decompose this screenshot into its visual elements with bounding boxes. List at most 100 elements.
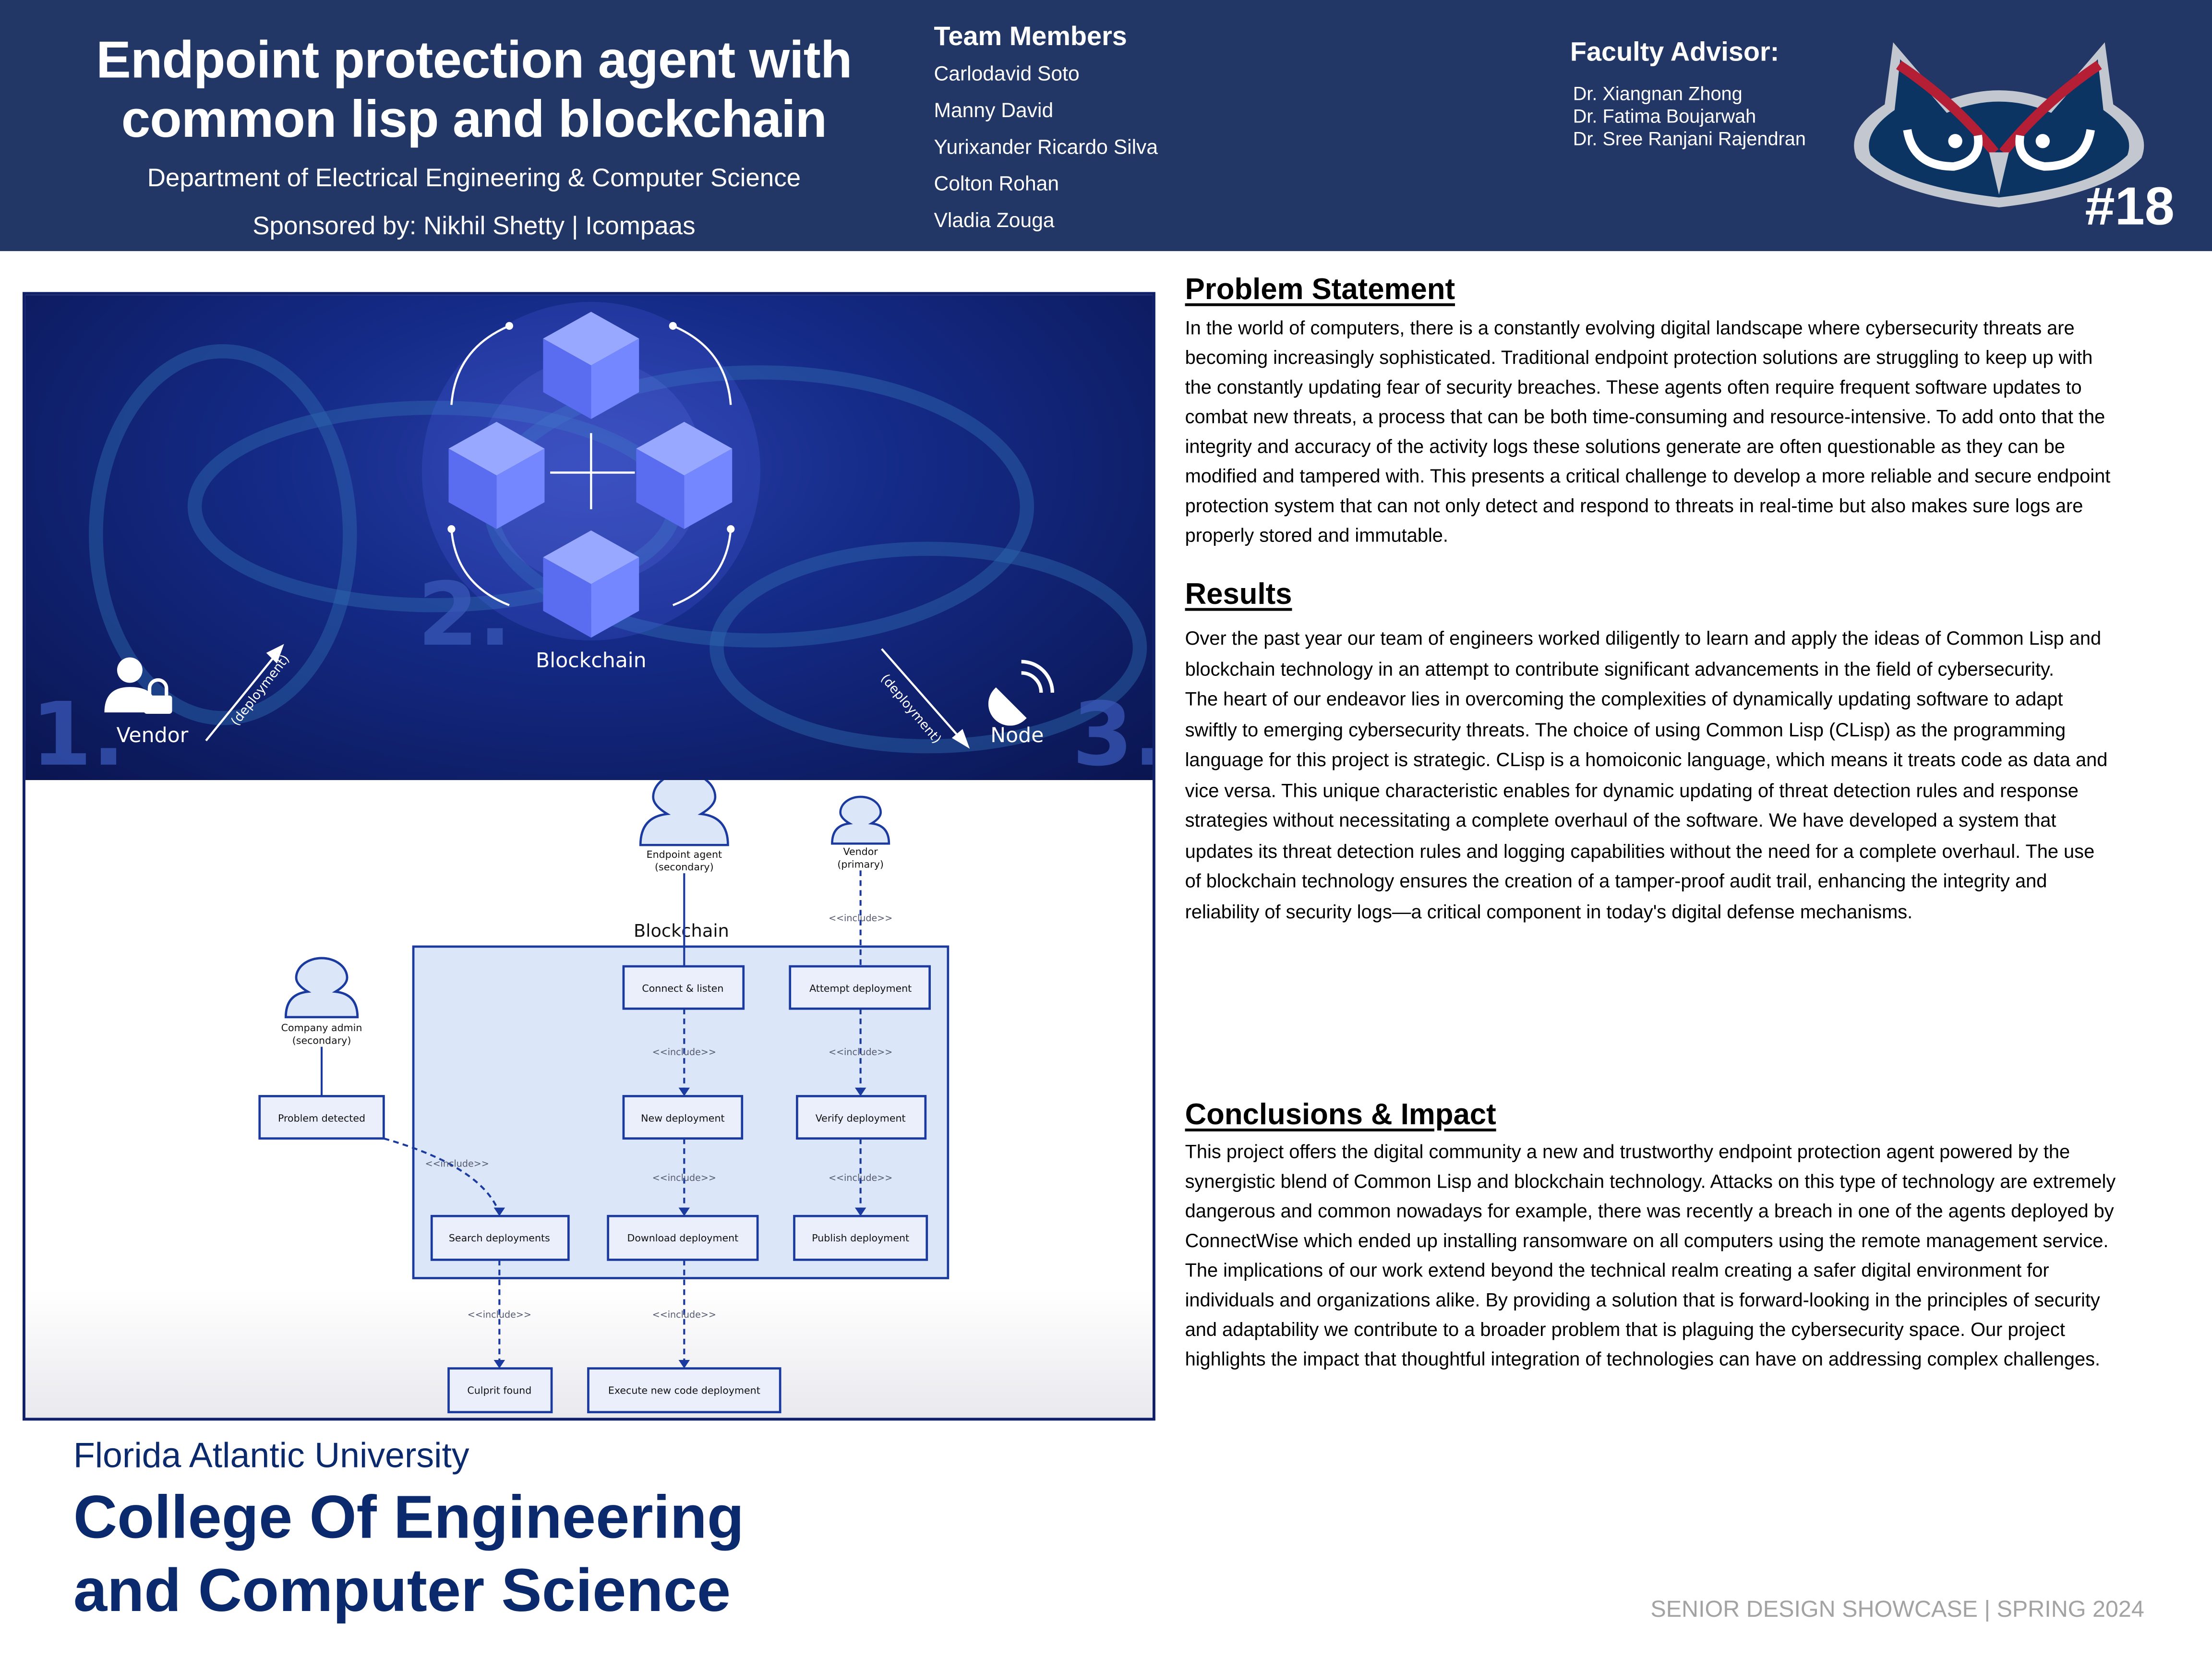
actor-label: (secondary) [655, 861, 714, 873]
blockchain-cubes [448, 312, 733, 638]
paragraph-line: In the world of computers, there is a co… [1185, 317, 2075, 339]
usecase-publish-deployment [793, 1214, 928, 1261]
college-line: College Of Engineering [73, 1484, 745, 1552]
advisor-heading: Faculty Advisor: [1570, 38, 1779, 68]
title-line: Endpoint protection agent with [96, 31, 852, 89]
illustration-graphics: 1. 2. 3. Blockchain Vendor Node (deploym… [31, 301, 1153, 780]
use-case-diagram: Blockchain Endpoint agent (secondary) Ve… [25, 780, 1153, 1418]
paragraph-line: The heart of our endeavor lies in overco… [1185, 688, 2063, 710]
paragraph-line: individuals and organizations alike. By … [1185, 1289, 2100, 1311]
actor-vendor-icon [831, 795, 890, 845]
paragraph-line: properly stored and immutable. [1185, 525, 1448, 546]
cube-arcs [447, 322, 735, 606]
include-label: <<include>> [425, 1158, 489, 1169]
node-label: Node [990, 723, 1044, 747]
paragraph-line: becoming increasingly sophisticated. Tra… [1185, 347, 2093, 369]
architecture-figure: 1. 2. 3. Blockchain Vendor Node (deploym… [23, 292, 1155, 1421]
paragraph-line: updates its threat detection rules and l… [1185, 840, 2095, 862]
showcase-label: SENIOR DESIGN SHOWCASE | SPRING 2024 [1650, 1597, 2144, 1623]
arrowheads [493, 1087, 866, 1369]
paragraph-line: reliability of security logs—a critical … [1185, 901, 1913, 922]
connectors [320, 870, 862, 1366]
deploy-arrow-right [881, 648, 970, 749]
usecase-label: Download deployment [627, 1232, 738, 1244]
include-label: <<include>> [652, 1046, 716, 1058]
paragraph-line: strategies without necessitating a compl… [1185, 809, 2056, 831]
team-member: Colton Rohan [934, 173, 1059, 196]
cube-icon [543, 530, 639, 638]
deploy-arrow-left [205, 644, 284, 742]
usecase-culprit-found [447, 1367, 553, 1414]
usecase-label: Search deployments [449, 1232, 550, 1244]
paragraph-line: swiftly to emerging cybersecurity threat… [1185, 719, 2066, 740]
usecase-label: Culprit found [467, 1385, 531, 1396]
header-banner: Endpoint protection agent with common li… [0, 0, 2212, 252]
usecase-label: Verify deployment [816, 1112, 906, 1124]
advisor: Dr. Sree Ranjani Rajendran [1573, 128, 1806, 150]
vendor-label: Vendor [117, 723, 189, 747]
paragraph-line: blockchain technology in an attempt to c… [1185, 658, 2055, 680]
actor-label: Company admin [281, 1022, 362, 1034]
usecase-label: Problem detected [278, 1112, 365, 1124]
usecase-label: Attempt deployment [809, 983, 912, 994]
project-title: Endpoint protection agent with common li… [23, 31, 926, 150]
paragraph-line: protection system that can not only dete… [1185, 495, 2083, 517]
include-label: <<include>> [468, 1309, 531, 1320]
blockchain-illustration: 1. 2. 3. Blockchain Vendor Node (deploym… [25, 295, 1153, 781]
usecase-label: Publish deployment [812, 1232, 909, 1244]
paragraph-line: highlights the impact that thoughtful in… [1185, 1348, 2101, 1370]
paragraph-line: of blockchain technology ensures the cre… [1185, 870, 2047, 892]
results-body: Over the past year our team of engineers… [1185, 624, 2208, 927]
usecase-label: Execute new code deployment [608, 1385, 760, 1396]
blockchain-label: Blockchain [536, 649, 647, 673]
team-heading: Team Members [934, 23, 1127, 52]
paragraph-line: and adaptability we contribute to a broa… [1185, 1319, 2065, 1340]
actor-company-admin-icon [284, 957, 359, 1019]
actor-label: Vendor [843, 846, 878, 857]
paragraph-line: the constantly updating fear of security… [1185, 376, 2082, 398]
actor-label: Endpoint agent [647, 849, 722, 860]
paragraph-line: combat new threats, a process that can b… [1185, 406, 2105, 428]
college-line: and Computer Science [73, 1557, 731, 1625]
advisor: Dr. Xiangnan Zhong [1573, 83, 1743, 105]
paragraph-line: dangerous and common nowadays for exampl… [1185, 1200, 2114, 1222]
paragraph-line: This project offers the digital communit… [1185, 1141, 2070, 1163]
node-satellite-icon [988, 660, 1055, 726]
team-member: Manny David [934, 100, 1054, 123]
problem-body: In the world of computers, there is a co… [1185, 313, 2208, 550]
college-name: College Of Engineering and Computer Scie… [73, 1481, 744, 1628]
usecase-connect-listen [622, 965, 745, 1010]
include-label: <<include>> [829, 913, 892, 924]
university-name: Florida Atlantic University [73, 1436, 469, 1476]
include-label: <<include>> [652, 1172, 716, 1183]
usecase-new-deployment [622, 1095, 744, 1140]
usecase-execute-deployment [587, 1367, 781, 1414]
step-number: 3. [1072, 684, 1153, 780]
usecase-label: Connect & listen [642, 983, 723, 994]
team-member: Vladia Zouga [934, 210, 1055, 233]
paragraph-line: Over the past year our team of engineers… [1185, 627, 2102, 649]
usecase-search-deployments [430, 1214, 570, 1261]
paragraph-line: vice versa. This unique characteristic e… [1185, 779, 2079, 801]
paragraph-line: The implications of our work extend beyo… [1185, 1260, 2049, 1281]
usecase-download-deployment [607, 1214, 759, 1261]
project-number: #18 [2085, 178, 2175, 237]
paragraph-line: ConnectWise which ended up installing ra… [1185, 1230, 2109, 1251]
actor-label: (primary) [837, 858, 884, 870]
usecase-attempt-deployment [789, 965, 931, 1010]
include-label: <<include>> [829, 1046, 892, 1058]
results-heading: Results [1185, 578, 1292, 611]
conclusions-body: This project offers the digital communit… [1185, 1137, 2208, 1374]
paragraph-line: modified and tampered with. This present… [1185, 465, 2111, 487]
step-number: 2. [418, 564, 512, 665]
include-label: <<include>> [829, 1172, 892, 1183]
actor-endpoint-agent-icon [639, 780, 729, 846]
title-line: common lisp and blockchain [121, 90, 827, 148]
usecase-problem-detected [258, 1095, 385, 1140]
paragraph-line: synergistic blend of Common Lisp and blo… [1185, 1171, 2116, 1192]
sponsor: Sponsored by: Nikhil Shetty | Icompaas [252, 211, 696, 240]
paragraph-line: language for this project is strategic. … [1185, 749, 2108, 770]
advisor-list: Dr. Xiangnan Zhong Dr. Fatima Boujarwah … [1573, 83, 1806, 151]
problem-heading: Problem Statement [1185, 274, 1455, 306]
